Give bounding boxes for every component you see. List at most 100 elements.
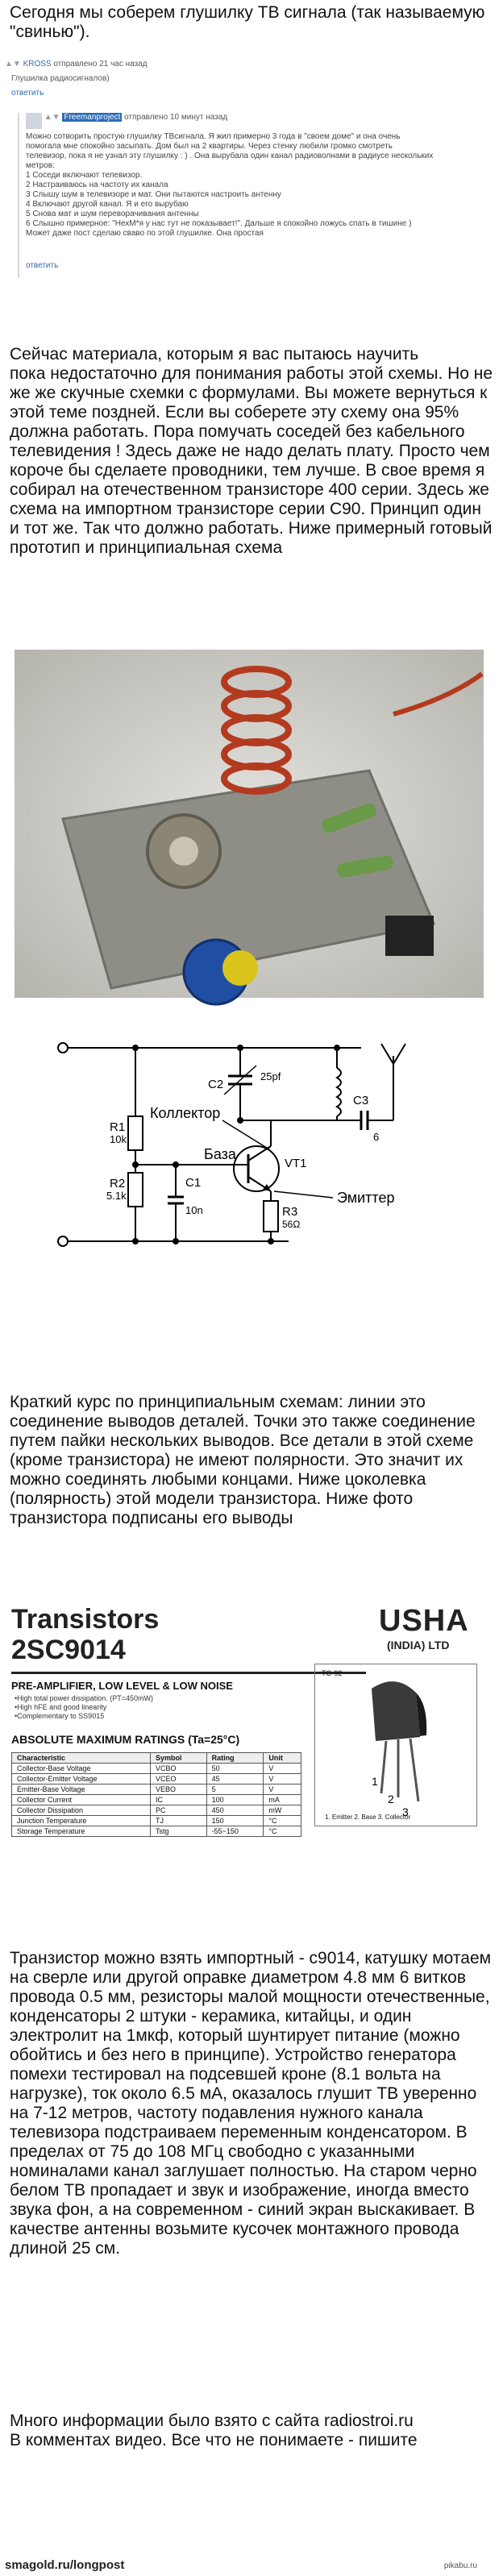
paragraph-1: Сейчас материала, которым я вас пытаюсь …	[0, 345, 503, 651]
table-cell: Storage Temperature	[10, 1826, 152, 1837]
paragraph-line: пока недостаточно для понимания работы э…	[10, 364, 493, 557]
table-cell: Collector Dissipation	[10, 1805, 152, 1816]
label-vt1: VT1	[285, 1157, 307, 1170]
label-r2: R2	[110, 1177, 125, 1190]
schematic-svg: R1 10k R2 5.1k C1 10n VT1 C	[15, 1008, 484, 1257]
label-r1-value: 10k	[110, 1133, 127, 1145]
vote-arrows-icon: ▲▼	[5, 60, 21, 69]
feature-item: •High total power dissipation. (PT=450mW…	[15, 1694, 153, 1702]
brand-logo: USHA (INDIA) LTD	[379, 1604, 484, 1652]
paragraph-line: В комментах видео. Все что не понимаете …	[10, 2431, 418, 2449]
datasheet-part: 2SC9014	[11, 1635, 126, 1665]
comment-second: ▲▼ Freemanproject отправлено 10 минут на…	[18, 113, 485, 278]
comment-username[interactable]: KROSS	[23, 60, 52, 69]
terminal-plus	[57, 1042, 69, 1053]
table-cell: Collector Current	[10, 1794, 152, 1805]
datasheet-title: Transistors	[11, 1604, 160, 1635]
table-cell: -55~150	[206, 1826, 264, 1837]
table-cell: 150	[206, 1815, 264, 1826]
label-emitter: Эмиттер	[337, 1190, 394, 1206]
coil-inductor	[335, 1067, 342, 1117]
feature-item: •Complementary to SS9015	[15, 1712, 105, 1720]
ratings-table: Characteristic Symbol Rating Unit Collec…	[10, 1752, 301, 1837]
antenna-icon	[380, 1043, 394, 1065]
table-cell: Tstg	[150, 1826, 207, 1837]
label-c2-value: 25pf	[260, 1070, 281, 1082]
table-cell: °C	[263, 1826, 301, 1837]
column-header: Rating	[206, 1752, 264, 1764]
table-header-row: Characteristic Symbol Rating Unit	[10, 1752, 301, 1764]
label-c3-value: 6	[373, 1131, 379, 1143]
label-r3-value: 56Ω	[282, 1219, 300, 1230]
label-r2-value: 5.1k	[106, 1190, 127, 1202]
table-cell: PC	[150, 1805, 207, 1816]
comment-line: помогала мне спокойно засыпать. Дом был …	[26, 142, 393, 151]
comment-line: метров:	[26, 161, 55, 170]
pin-3: 3	[402, 1805, 409, 1818]
label-c3: C3	[353, 1094, 368, 1107]
label-r3: R3	[282, 1205, 297, 1219]
table-cell: V	[263, 1784, 301, 1795]
paragraph-3: Транзистор можно взять импортный - с9014…	[0, 1949, 503, 2384]
comment-line: Можно сотворить простую глушилку ТВсигна…	[26, 132, 401, 141]
label-c1-value: 10n	[185, 1204, 203, 1216]
terminal-minus	[57, 1236, 69, 1247]
datasheet-subtitle: PRE-AMPLIFIER, LOW LEVEL & LOW NOISE	[11, 1680, 233, 1692]
comment-body: Можно сотворить простую глушилку ТВсигна…	[26, 132, 477, 239]
paragraph-line: Сейчас материала, которым я вас пытаюсь …	[10, 345, 419, 364]
column-header: Characteristic	[10, 1752, 152, 1764]
table-cell: V	[263, 1763, 301, 1774]
pin-legend: 1. Emitter 2. Base 3. Collector	[325, 1814, 411, 1821]
resistor-r1	[127, 1116, 143, 1151]
paragraph-line: Краткий курс по принципиальным схемам: л…	[10, 1393, 476, 1527]
label-c2: C2	[208, 1078, 223, 1091]
package-drawing: TO-92 1 2 3 1. Emitter 2. Base 3. Collec…	[314, 1664, 477, 1826]
paragraph-line: Много информации было взято с сайта radi…	[10, 2412, 414, 2430]
pin-1: 1	[372, 1775, 378, 1788]
table-cell: 50	[206, 1763, 264, 1774]
comment-first-text: Глушилка радиосигналов)	[11, 74, 110, 83]
feature-item: •High hFE and good linearity	[15, 1703, 107, 1711]
table-cell: Junction Temperature	[10, 1815, 152, 1826]
footer-source-link[interactable]: smagold.ru/longpost	[5, 2558, 125, 2572]
label-base: База	[204, 1146, 237, 1162]
table-cell: VCBO	[150, 1763, 207, 1774]
to92-icon: 1 2 3	[372, 1681, 427, 1818]
comment-username[interactable]: Freemanproject	[62, 113, 123, 122]
label-r1: R1	[110, 1120, 125, 1134]
footer-watermark: pikabu.ru	[443, 2561, 477, 2570]
paragraph-2: Краткий курс по принципиальным схемам: л…	[0, 1393, 503, 1593]
table-cell: TJ	[150, 1815, 207, 1826]
ratings-title: ABSOLUTE MAXIMUM RATINGS (Ta=25°C)	[11, 1733, 240, 1746]
intro-line: Сегодня мы соберем глушилку ТВ сигнала (…	[10, 3, 485, 41]
comment-line: 6 Слышно примерное: "НехМ*я у нас тут не…	[26, 219, 412, 228]
table-cell: Collector-Base Voltage	[10, 1763, 152, 1774]
prototype-illustration	[15, 650, 484, 1006]
comment-line: 4 Включают другой канал. Я и его вырубаю	[26, 200, 189, 209]
intro-text: Сегодня мы соберем глушилку ТВ сигнала (…	[0, 3, 503, 45]
table-cell: Collector-Emitter Voltage	[10, 1773, 152, 1785]
schematic-diagram: R1 10k R2 5.1k C1 10n VT1 C	[15, 1008, 484, 1257]
reply-link[interactable]: ответить	[26, 261, 59, 270]
table-cell: 45	[206, 1773, 264, 1785]
comment-line: Может даже пост сделаю сваво по этой глу…	[26, 229, 264, 238]
paragraph-line: Транзистор можно взять импортный - с9014…	[10, 1949, 492, 2258]
column-header: Unit	[263, 1752, 301, 1764]
table-cell: IC	[150, 1794, 207, 1805]
table-cell: 450	[206, 1805, 264, 1816]
prototype-photo	[15, 650, 484, 1006]
package-label: TO-92	[322, 1669, 343, 1677]
reply-link[interactable]: ответить	[11, 89, 44, 98]
comment-line: 2 Настраиваюсь на частоту их канала	[26, 181, 168, 189]
label-c1: C1	[185, 1176, 201, 1190]
brand-subtitle: (INDIA) LTD	[387, 1639, 450, 1652]
table-cell: mA	[263, 1794, 301, 1805]
resistor-r2	[127, 1172, 143, 1207]
table-cell: 5	[206, 1784, 264, 1795]
transistor-datasheet: Transistors 2SC9014 USHA (INDIA) LTD PRE…	[0, 1599, 484, 1938]
pin-2: 2	[388, 1793, 394, 1805]
comment-meta: отправлено 21 час назад	[53, 60, 148, 69]
